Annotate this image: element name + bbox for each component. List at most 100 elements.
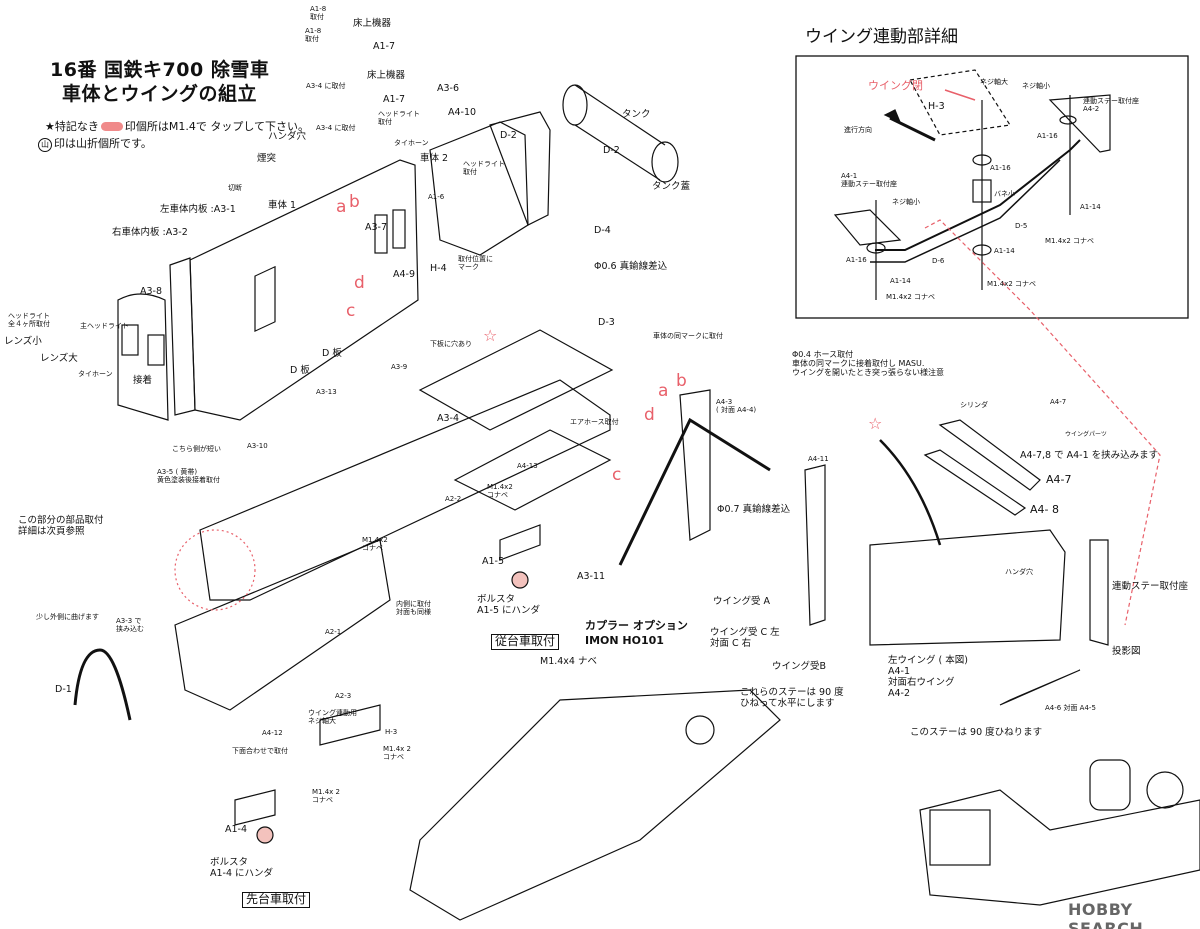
tap-note-suffix: 印個所はM1.4で タップして下さい。 <box>124 119 310 133</box>
label-mark-position: 取付位置に マーク <box>458 255 493 272</box>
label-a3-3-clamp: A3-3 で 挟み込む <box>116 617 144 634</box>
detail-screw-large: ネジ軸大 <box>980 78 1008 86</box>
label-a2-3: A2-3 <box>335 692 352 700</box>
end-plate-a3-8 <box>117 293 169 421</box>
label-bend-outward: 少し外側に曲げます <box>36 613 99 621</box>
label-a4-7-small: A4-7 <box>1050 398 1067 406</box>
label-a4-11: A4-11 <box>808 455 829 463</box>
label-wing-screw-large: ウイング連動用 ネジ軸大 <box>308 709 357 726</box>
label-lens-large: レンズ大 <box>40 353 78 364</box>
label-a4-13: A4-13 <box>517 462 538 470</box>
tank-edge <box>574 84 666 146</box>
model-render <box>919 789 1200 906</box>
label-a1-7-b: A1-7 <box>383 94 406 105</box>
bolster-pin-a1-4 <box>256 826 274 844</box>
detail-screw-3: M1.4x2 コナベ <box>886 293 935 301</box>
label-d-2-a: D-2 <box>500 130 517 141</box>
label-a3-6: A3-6 <box>437 83 460 94</box>
end-plate-window <box>147 334 165 366</box>
label-wing-parts: ウイングパーツ <box>1065 431 1107 438</box>
label-a1-7-a: A1-7 <box>373 41 396 52</box>
label-a3-4-attach-2: A3-4 に取付 <box>316 124 356 132</box>
label-headlight-attach-2: ヘッドライト 取付 <box>463 160 505 177</box>
hobby-search-logo: HOBBY SEARCH <box>1068 900 1144 929</box>
label-a4-8: A4- 8 <box>1030 503 1059 516</box>
detail-stay-seat-a4-1: A4-1 連動ステー取付座 <box>841 172 897 189</box>
detail-spring: バネ小 <box>994 190 1015 198</box>
label-clamp-a4-1: A4-7,8 で A4-1 を挟み込みます <box>1020 450 1159 461</box>
a4-11-bracket <box>804 464 826 626</box>
bolster-a1-4 <box>234 789 276 826</box>
label-horn-1: タイホーン <box>394 139 429 147</box>
wing-close-arrow <box>944 89 976 101</box>
detail-direction-arrow <box>889 116 936 142</box>
detail-frame <box>795 55 1189 319</box>
detail-a1-14-b: A1-14 <box>994 247 1015 255</box>
detail-d5-d6-bar <box>875 139 1081 251</box>
label-a4-3: A4-3 ( 対面 A4-4) <box>716 398 757 415</box>
label-twist-stay: このステーは 90 度ひねります <box>910 727 1043 738</box>
label-a4-10: A4-10 <box>448 107 477 118</box>
label-tank-lid: タンク蓋 <box>652 181 691 192</box>
label-front-truck-mount: 先台車取付 <box>242 892 311 908</box>
label-headlight-all: ヘッドライト 全４ヶ所取付 <box>8 312 50 329</box>
label-cut: 切断 <box>228 184 242 192</box>
detail-washer <box>1059 115 1077 125</box>
label-a1-8-b: A1-8 取付 <box>305 27 322 44</box>
detail-screw-small-1: ネジ軸小 <box>1022 82 1050 90</box>
detail-h-3: H-3 <box>928 101 945 112</box>
detail-stay-seat-a4-2: 連動ステー取付座 A4-2 <box>1083 97 1139 114</box>
detail-a1-16-a: A1-16 <box>1037 132 1058 140</box>
label-screw-3: M1.4x 2 コナベ <box>383 745 411 762</box>
a4-8-bar <box>923 449 1027 516</box>
label-a4-6: A4-6 対面 A4-5 <box>1045 704 1096 712</box>
label-wing-holder-a: ウイング受 A <box>713 596 771 607</box>
detail-screw-1: M1.4x2 コナベ <box>1045 237 1094 245</box>
detail-d-5: D-5 <box>1015 222 1028 230</box>
label-same-mark: 車体の同マークに取付 <box>653 332 723 340</box>
label-a3-5: A3-5 ( 黄帯) 黄色塗装後接着取付 <box>157 468 220 485</box>
label-a1-8-a: A1-8 取付 <box>310 5 327 22</box>
bolster-a1-5 <box>499 524 541 561</box>
detail-a1-14-a: A1-14 <box>1080 203 1101 211</box>
mark-a-wing: a <box>658 381 669 401</box>
label-m14x4-screw: M1.4x4 ナベ <box>540 656 597 667</box>
detail-h3-plate <box>909 69 1012 136</box>
label-stay-seat: 連動ステー取付座 <box>1112 581 1189 592</box>
label-bolster-a1-4: ボルスタ A1-4 にハンダ <box>210 857 274 879</box>
label-d-plate-2: D 板 <box>290 365 310 376</box>
detail-a1-16-b: A1-16 <box>990 164 1011 172</box>
detail-d-6: D-6 <box>932 257 945 265</box>
model-render-tank <box>1089 759 1131 811</box>
end-plate-window <box>121 324 139 356</box>
label-coupler-model: IMON HO101 <box>585 634 664 647</box>
label-brass-wire-07: Φ0.7 真鍮線差込 <box>717 504 791 515</box>
detail-spring <box>972 179 992 203</box>
body-1-window <box>392 209 406 249</box>
detail-direction-arrowhead <box>883 109 902 124</box>
label-bolster-a1-5: ボルスタ A1-5 にハンダ <box>477 594 541 616</box>
label-hose-note: Φ0.4 ホース取付 車体の同マークに接着取付し MASU. ウイングを開いたと… <box>792 350 944 378</box>
hose <box>879 439 942 546</box>
label-floor-equip-2: 床上機器 <box>367 70 406 81</box>
label-headlight-attach-1: ヘッドライト 取付 <box>378 110 420 127</box>
pink-leader-line <box>924 219 1161 626</box>
label-a4-9: A4-9 <box>393 269 416 280</box>
label-screw-1: M1.4x2 コナベ <box>487 483 513 500</box>
underframe-view-center <box>409 689 781 921</box>
label-hole-in-lower-plate: 下板に穴あり <box>430 340 472 348</box>
label-a3-8: A3-8 <box>140 286 163 297</box>
star-mark-wing-icon: ☆ <box>868 414 883 433</box>
underframe-front <box>174 539 391 711</box>
detail-a4-1-seat <box>833 209 902 246</box>
detail-wing-close: ウイング閉 <box>868 79 923 92</box>
label-a2-2: A2-2 <box>445 495 462 503</box>
mountain-fold-icon: 山 <box>38 137 52 152</box>
label-left-inner-plate: 左車体内板 :A3-1 <box>160 204 236 215</box>
label-wing-solder-hole: ハンダ穴 <box>1005 568 1033 576</box>
detail-screw-small-2: ネジ軸小 <box>892 198 920 206</box>
title-line-1: 16番 国鉄キ700 除雪車 <box>50 59 270 81</box>
tank-end <box>651 141 679 183</box>
label-d-4: D-4 <box>594 225 611 236</box>
